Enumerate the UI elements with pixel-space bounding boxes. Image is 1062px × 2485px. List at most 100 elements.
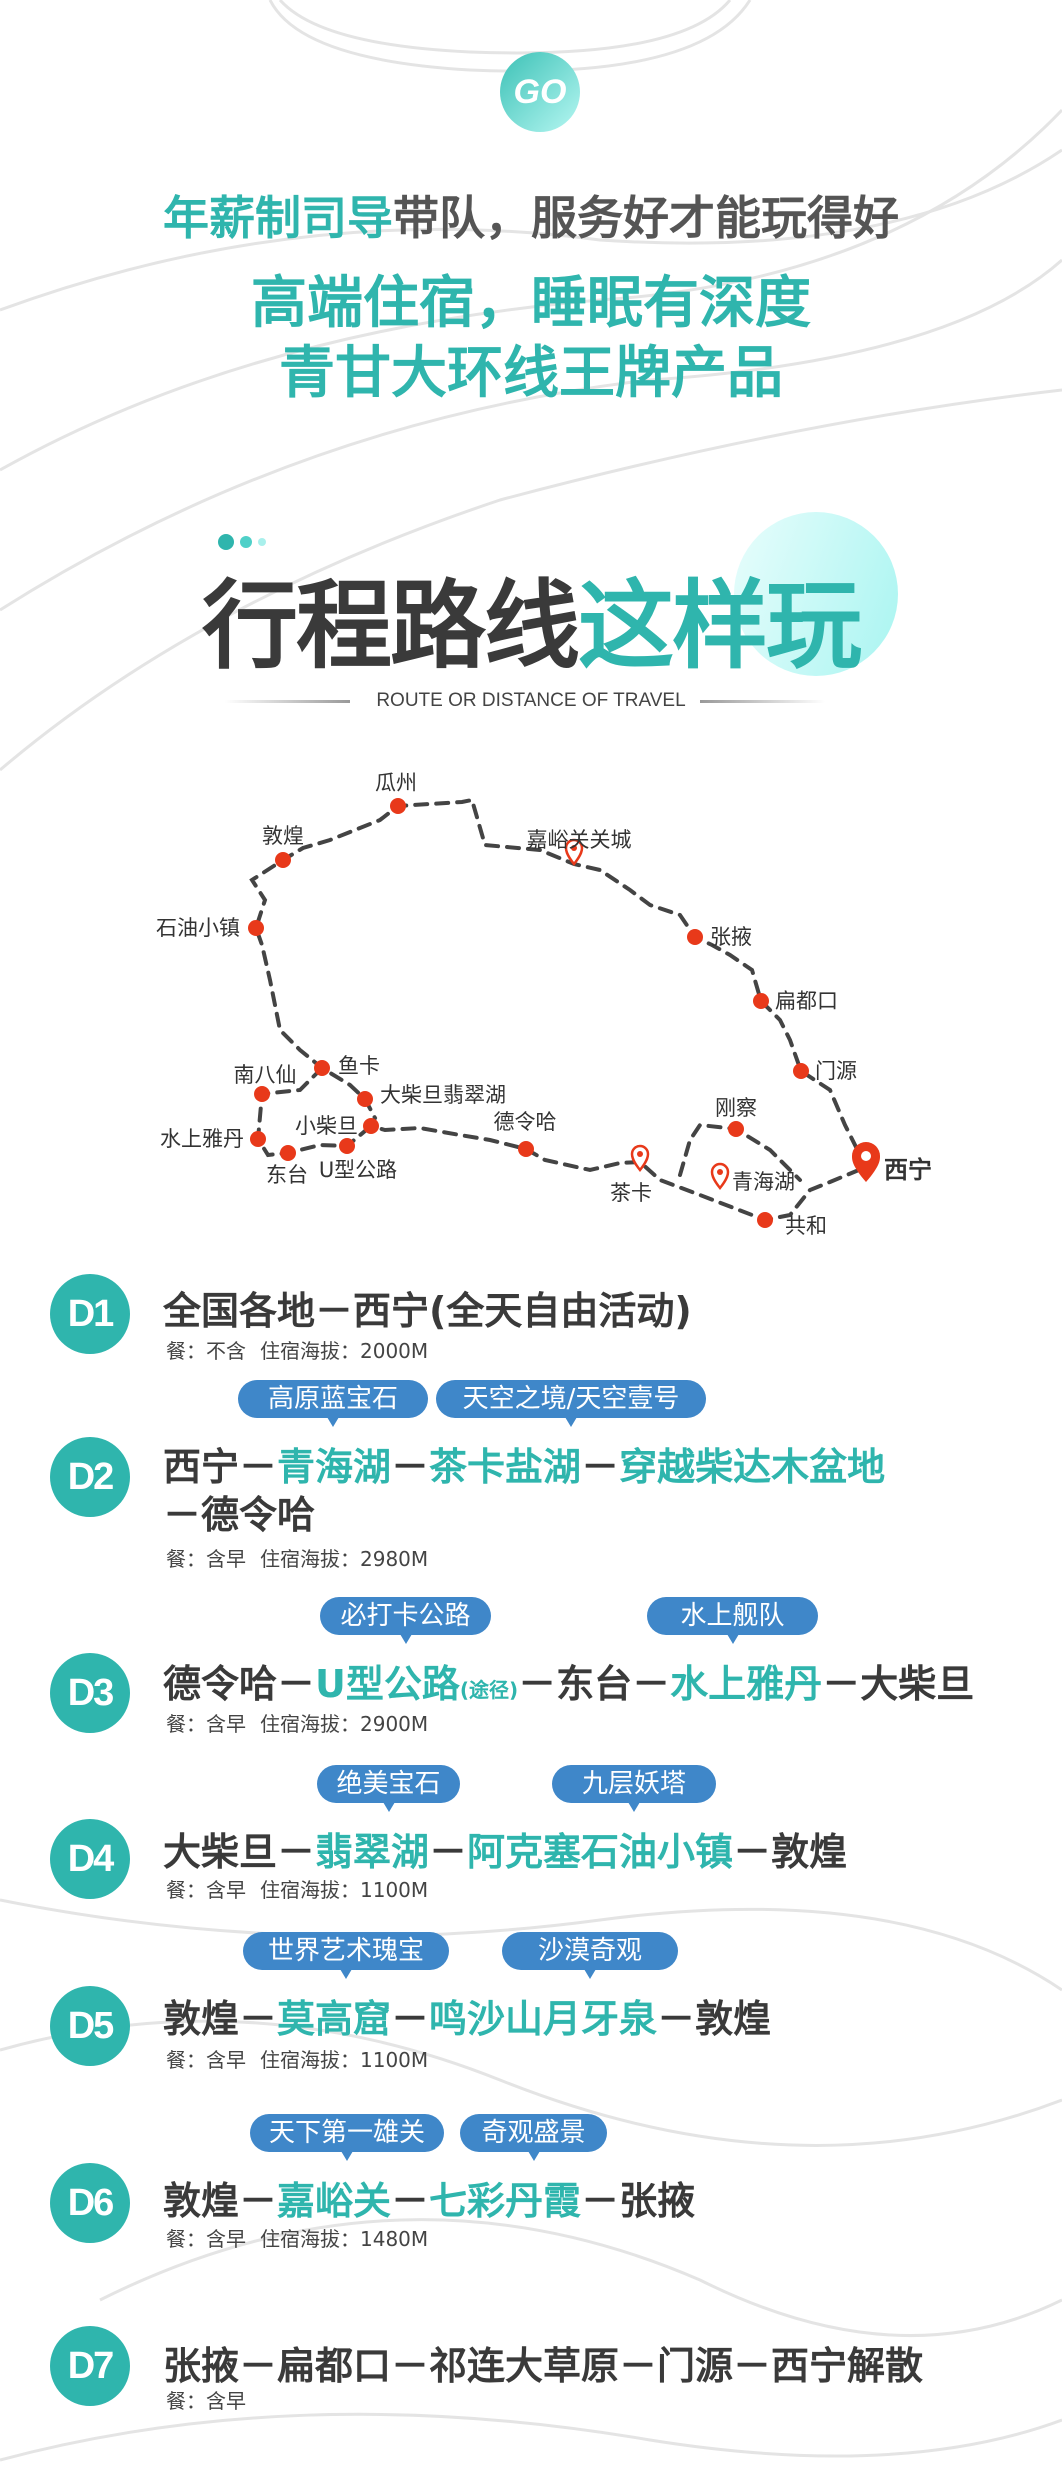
route-text: －: [391, 2179, 430, 2223]
day-route: 全国各地－西宁(全天自由活动): [163, 1280, 692, 1335]
route-highlight: 水上雅丹: [670, 1662, 823, 1706]
day-badge: D1: [50, 1274, 130, 1354]
route-text: －: [581, 1445, 620, 1489]
map-label: U型公路: [319, 1158, 397, 1182]
route-text: －: [391, 1445, 430, 1489]
pin-icon: [630, 1144, 650, 1173]
route-highlight: U型公路: [315, 1662, 460, 1706]
decor-dot: [258, 538, 266, 546]
divider-right: [700, 700, 825, 703]
map-label: 东台: [266, 1163, 308, 1187]
headline-rest: 带队，服务好才能玩得好: [393, 191, 899, 245]
day-route: 敦煌－嘉峪关－七彩丹霞－张掖: [163, 2170, 695, 2225]
map-label: 水上雅丹: [160, 1127, 244, 1151]
day-badge: D3: [50, 1653, 130, 1733]
day-info: 餐：含早住宿海拔：2900M: [166, 1708, 442, 1737]
map-label: 青海湖: [732, 1170, 795, 1194]
meal-info: 餐：含早: [166, 2227, 246, 2251]
xining-pin-icon: [852, 1142, 880, 1182]
highlight-tag: 沙漠奇观: [502, 1932, 678, 1979]
day-info: 餐：含早: [166, 2385, 260, 2414]
day-badge: D6: [50, 2163, 130, 2243]
highlight-tag: 水上舰队: [647, 1597, 818, 1644]
map-label: 大柴旦翡翠湖: [380, 1083, 506, 1107]
altitude-info: 住宿海拔：2900M: [260, 1712, 429, 1736]
route-text: 敦煌－: [163, 1997, 278, 2041]
route-text: 大柴旦－: [163, 1830, 316, 1874]
day-info: 餐：含早住宿海拔：1480M: [166, 2223, 442, 2252]
altitude-info: 住宿海拔：2980M: [260, 1547, 429, 1571]
route-main: [249, 797, 868, 1223]
route-text: －: [391, 1997, 430, 2041]
map-label: 敦煌: [262, 824, 304, 848]
meal-info: 餐：含早: [166, 2389, 246, 2413]
headline-line-1: 年薪制司导带队，服务好才能玩得好: [0, 182, 1062, 248]
title-teal: 这样玩: [578, 570, 862, 682]
route-highlight: 阿克塞石油小镇: [467, 1830, 734, 1874]
day-route: 大柴旦－翡翠湖－阿克塞石油小镇－敦煌: [163, 1821, 847, 1876]
day-info: 餐：不含住宿海拔：2000M: [166, 1335, 442, 1364]
day-badge: D4: [50, 1819, 130, 1899]
highlight-tag: 必打卡公路: [320, 1597, 491, 1644]
highlight-tag: 奇观盛景: [460, 2114, 607, 2161]
day-route: 西宁－青海湖－茶卡盐湖－穿越柴达木盆地: [163, 1436, 885, 1491]
map-label: 小柴旦: [295, 1114, 358, 1138]
altitude-info: 住宿海拔：1480M: [260, 2227, 429, 2251]
route-highlight: 七彩丹霞: [429, 2179, 582, 2223]
route-highlight: 茶卡盐湖: [429, 1445, 582, 1489]
route-text: 西宁－: [163, 1445, 278, 1489]
title-bubble: [734, 512, 898, 676]
map-label: 南八仙: [234, 1063, 297, 1087]
route-text: －张掖: [581, 2179, 696, 2223]
map-label: 张掖: [710, 925, 752, 949]
map-label: 扁都口: [775, 989, 838, 1013]
headline-line-3: 青甘大环线王牌产品: [279, 341, 783, 406]
route-text: 敦煌－: [163, 2179, 278, 2223]
altitude-info: 住宿海拔：1100M: [260, 1878, 429, 1902]
route-highlight: 青海湖: [277, 1445, 392, 1489]
route-yadan-loop: [255, 1066, 373, 1158]
title-dark: 行程路线: [202, 570, 580, 682]
route-highlight: 鸣沙山月牙泉: [429, 1997, 658, 2041]
highlight-tag: 绝美宝石: [317, 1765, 460, 1812]
route-text: 全国各地－西宁(全天自由活动): [163, 1289, 692, 1333]
map-labels: 瓜州 敦煌 嘉峪关关城 石油小镇 张掖 扁都口 门源 西宁 刚察 青海湖 共和 …: [156, 771, 932, 1238]
section-subtitle: ROUTE OR DISTANCE OF TRAVEL: [376, 690, 686, 711]
highlight-tag: 天空之境/天空壹号: [436, 1380, 706, 1427]
day-info: 餐：含早住宿海拔：2980M: [166, 1543, 442, 1572]
route-highlight: 翡翠湖: [315, 1830, 430, 1874]
meal-info: 餐：含早: [166, 2048, 246, 2072]
go-badge: GO: [500, 52, 580, 132]
decor-dot: [218, 534, 234, 550]
route-highlight: 莫高窟: [277, 1997, 392, 2041]
day-badge: D5: [50, 1986, 130, 2066]
map-label: 德令哈: [494, 1110, 557, 1134]
route-text: 张掖－扁都口－祁连大草原－门源－西宁解散: [163, 2344, 924, 2388]
highlight-tag: 天下第一雄关: [250, 2114, 444, 2161]
meal-info: 餐：含早: [166, 1547, 246, 1571]
pin-icon: [564, 838, 584, 867]
day-badge: D7: [50, 2326, 130, 2406]
headline-line-2: 高端住宿，睡眠有深度: [251, 271, 811, 336]
section-title: 行程路线这样玩: [0, 548, 1062, 687]
pin-icon: [710, 1162, 730, 1191]
map-label: 门源: [815, 1059, 857, 1083]
day-route: 张掖－扁都口－祁连大草原－门源－西宁解散: [163, 2335, 923, 2390]
route-text: (途径): [459, 1678, 519, 1702]
decor-dot: [240, 536, 252, 548]
divider-left: [225, 700, 350, 703]
route-text: －: [429, 1830, 468, 1874]
highlight-tag: 九层妖塔: [552, 1765, 716, 1812]
map-label: 茶卡: [610, 1181, 652, 1205]
route-highlight: 嘉峪关: [277, 2179, 392, 2223]
map-dots: [248, 798, 809, 1228]
day-route: 德令哈－U型公路(途径)－东台－水上雅丹－大柴旦: [163, 1653, 974, 1708]
highlight-tag: 世界艺术瑰宝: [243, 1932, 449, 1979]
route-text: －敦煌: [733, 1830, 848, 1874]
day-route-line2: －德令哈: [163, 1493, 316, 1537]
map-label-xining: 西宁: [884, 1156, 932, 1184]
route-text: －东台－: [518, 1662, 671, 1706]
meal-info: 餐：不含: [166, 1339, 246, 1363]
map-label: 共和: [785, 1214, 827, 1238]
